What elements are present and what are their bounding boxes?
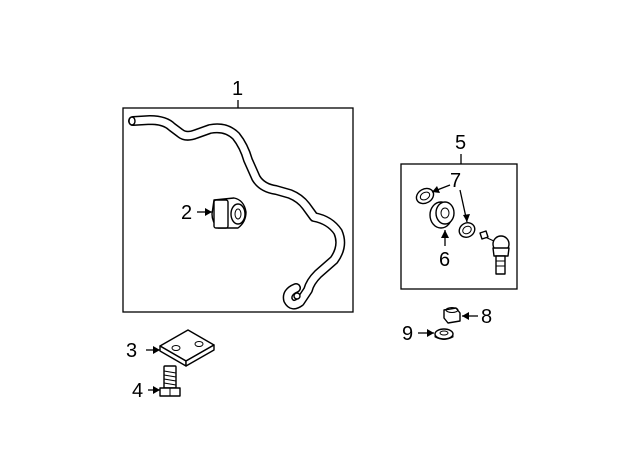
bolt-group: 4 — [132, 365, 181, 402]
callout-1[interactable]: 1 — [232, 78, 243, 100]
callout-6[interactable]: 6 — [439, 249, 450, 271]
washer[interactable] — [434, 328, 454, 340]
stabilizer-bar-group: 1 2 — [122, 78, 354, 313]
callout-9-arrow — [427, 329, 434, 337]
bolt[interactable] — [159, 365, 181, 397]
nut[interactable] — [443, 307, 461, 324]
washer-left[interactable] — [414, 185, 437, 206]
callout-8[interactable]: 8 — [481, 306, 492, 328]
callout-2[interactable]: 2 — [181, 202, 192, 224]
washer-group: 9 — [402, 323, 454, 345]
callout-2-arrow — [205, 208, 212, 216]
nut-group: 8 — [443, 306, 492, 328]
stabilizer-link[interactable] — [479, 230, 510, 275]
washer-right[interactable] — [457, 220, 478, 240]
stabilizer-bar[interactable] — [128, 115, 346, 310]
link-assembly-group: 5 7 — [400, 132, 518, 290]
callout-3-arrow — [153, 346, 160, 354]
callout-7-arrow-left — [432, 186, 440, 193]
callout-5[interactable]: 5 — [455, 132, 466, 154]
link-assembly-box — [400, 163, 518, 290]
callout-9[interactable]: 9 — [402, 323, 413, 345]
bushing[interactable] — [211, 197, 247, 229]
bracket-group: 3 — [126, 329, 215, 367]
callout-4[interactable]: 4 — [132, 380, 143, 402]
callout-8-arrow — [462, 312, 469, 320]
callout-7-arrow-right — [463, 214, 470, 222]
bracket[interactable] — [159, 329, 215, 367]
callout-4-arrow — [153, 386, 160, 394]
callout-6-arrow — [441, 230, 449, 238]
callout-3[interactable]: 3 — [126, 340, 137, 362]
callout-7[interactable]: 7 — [450, 170, 461, 192]
link-bushing[interactable] — [429, 201, 455, 229]
